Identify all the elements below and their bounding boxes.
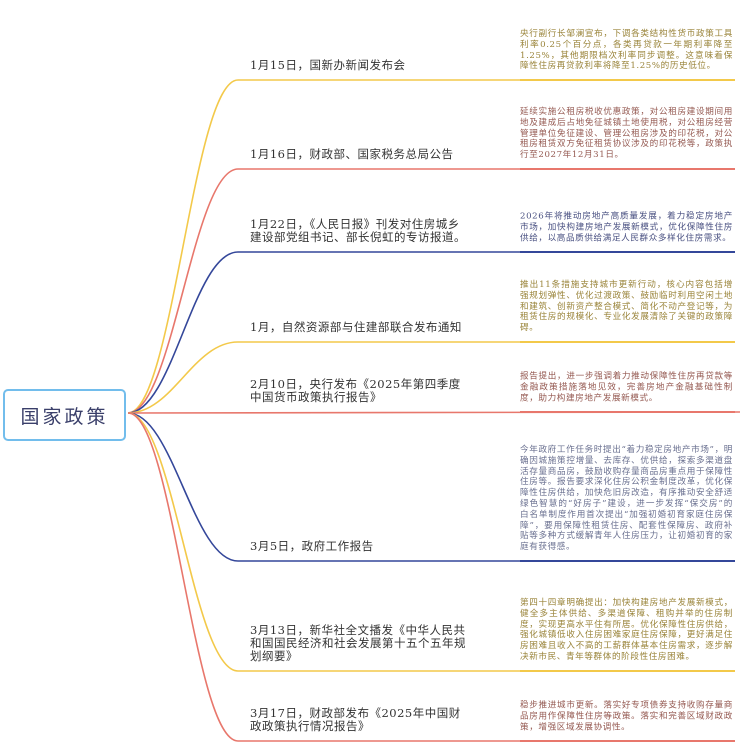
branch-connector [127,168,520,414]
root-node[interactable]: 国家政策 [3,389,126,441]
branch-connector [127,412,520,562]
branch-detail[interactable]: 央行副行长邹澜宣布，下调各类结构性货币政策工具利率0.25个百分点，各类再贷款一… [520,28,733,72]
branch-connector [127,341,520,414]
branch-detail[interactable]: 今年政府工作任务时提出“着力稳定房地产市场”，明确因城施策控增量、去库存、优供给… [520,445,733,553]
branch-title[interactable]: 1月16日，财政部、国家税务总局公告 [250,147,454,161]
branch-connector [127,79,520,414]
branch-connector [127,412,520,672]
branch-title[interactable]: 1月15日，国新办新闻发布会 [250,58,406,72]
branch-title[interactable]: 3月17日，财政部发布《2025年中国财政政策执行情况报告》 [250,706,461,733]
branch-detail[interactable]: 报告提出，进一步强调着力推动保障性住房再贷款等金融政策措施落地见效，完善房地产金… [520,371,733,404]
branch-title[interactable]: 3月13日，新华社全文播发《中华人民共和国国民经济和社会发展第十五个五年规划纲要… [250,623,466,663]
branch-title[interactable]: 2月10日，央行发布《2025年第四季度中国货币政策执行报告》 [250,377,461,404]
branch-title[interactable]: 1月，自然资源部与住建部联合发布通知 [250,320,462,334]
branch-detail[interactable]: 2026年将推动房地产高质量发展，着力稳定房地产市场，加快构建房地产发展新模式，… [520,211,733,244]
branch-title[interactable]: 1月22日，《人民日报》刊发对住房城乡建设部党组书记、部长倪虹的专访报道。 [250,217,466,244]
branch-detail[interactable]: 第四十四章明确提出：加快构建房地产发展新模式，健全多主体供给、多渠道保障、租购并… [520,598,733,663]
branch-connector [127,251,520,414]
branch-detail[interactable]: 延续实施公租房税收优惠政策，对公租房建设期间用地及建成后占地免征城镇土地使用税，… [520,107,733,161]
branch-detail[interactable]: 稳步推进城市更新。落实好专项债券支持收购存量商品房用作保障性住房等政策。落实和完… [520,700,733,733]
branch-title[interactable]: 3月5日，政府工作报告 [250,539,374,553]
root-label: 国家政策 [20,405,109,428]
branch-connector [127,412,520,742]
branch-detail[interactable]: 推出11条措施支持城市更新行动，核心内容包括增强规划弹性、优化过渡政策、鼓励临时… [520,280,733,334]
